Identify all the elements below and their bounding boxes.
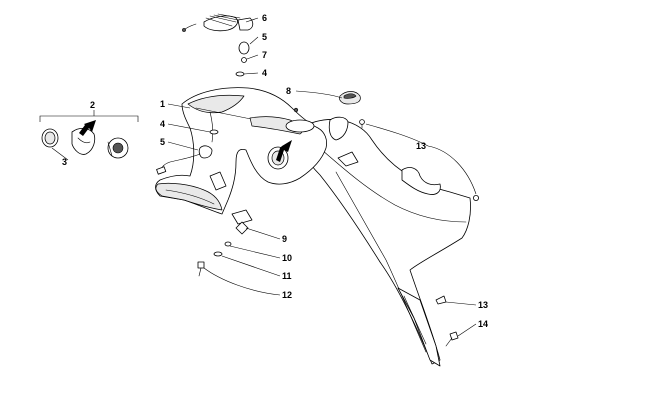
callout-13-upper: 13 <box>416 141 426 151</box>
screw-right <box>472 194 479 201</box>
callout-8: 8 <box>286 86 291 96</box>
callout-1: 1 <box>160 99 165 109</box>
washer-top <box>235 71 245 77</box>
callout-5-top: 5 <box>262 32 267 42</box>
callout-numbers: 1 2 3 4 4 5 5 6 7 8 9 10 11 12 13 13 14 <box>62 13 488 329</box>
grommet-top <box>238 41 250 55</box>
nut-small <box>241 57 247 63</box>
callout-3: 3 <box>62 157 67 167</box>
callout-13-lower: 13 <box>478 300 488 310</box>
screw-upper <box>359 119 365 129</box>
callout-6: 6 <box>262 13 267 23</box>
leader-lines <box>51 17 477 337</box>
callout-11: 11 <box>282 271 292 281</box>
rear-fender-housing <box>155 87 471 367</box>
callout-4-top: 4 <box>262 68 267 78</box>
washer-left <box>209 129 219 135</box>
push-rivet-lower <box>435 295 447 305</box>
direction-arrow-housing <box>276 140 292 162</box>
callout-2: 2 <box>90 100 95 110</box>
bolt-14 <box>445 331 459 347</box>
callout-7: 7 <box>262 50 267 60</box>
license-light-lens <box>328 91 361 141</box>
bulb-with-wire-left <box>156 145 213 175</box>
hardware-stack <box>197 221 249 277</box>
socket-kit-group <box>39 115 139 159</box>
callout-9: 9 <box>282 234 287 244</box>
callout-12: 12 <box>282 290 292 300</box>
callout-5-left: 5 <box>160 137 165 147</box>
callout-4-left: 4 <box>160 119 165 129</box>
callout-14: 14 <box>478 319 488 329</box>
spring-wire-assembly <box>182 13 254 32</box>
callout-10: 10 <box>282 253 292 263</box>
